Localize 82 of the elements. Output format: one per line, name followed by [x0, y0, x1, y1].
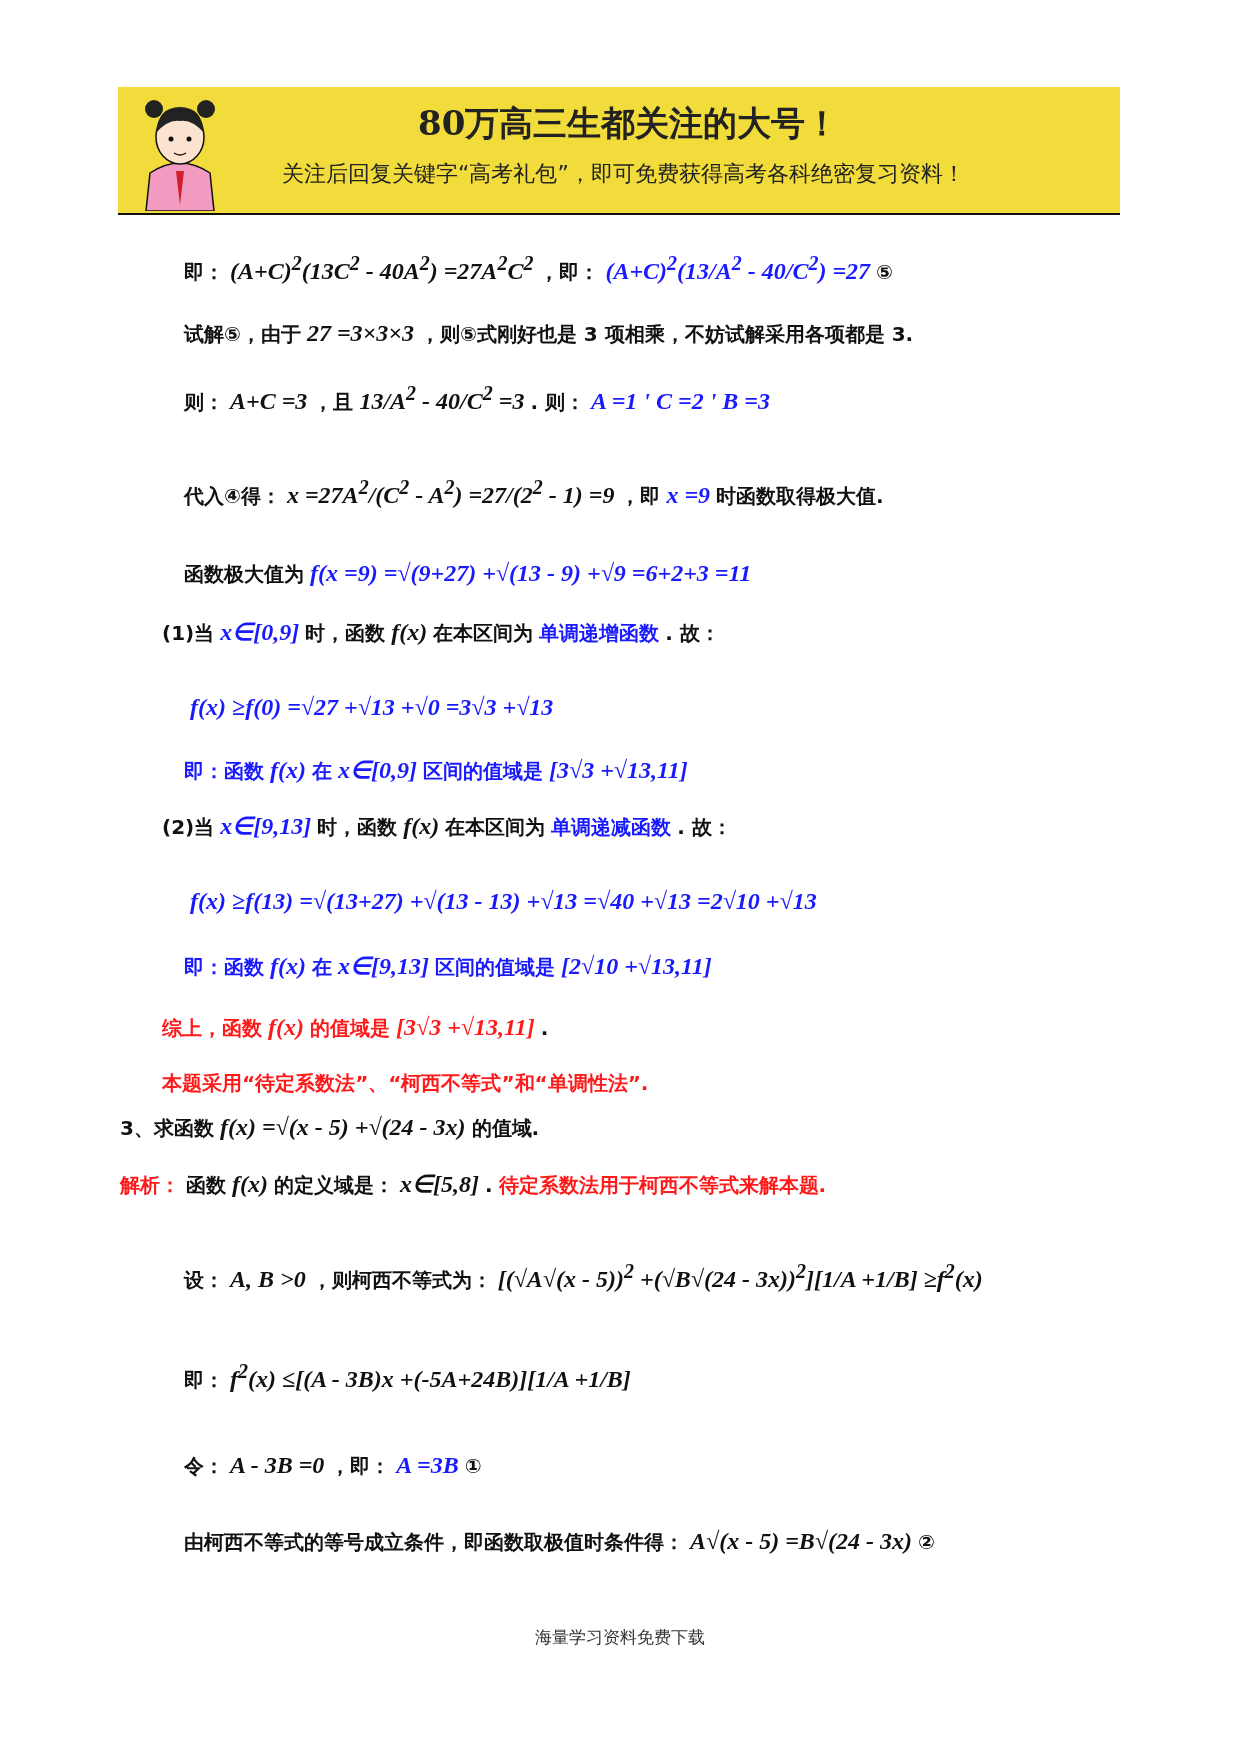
text: 时函数取得极大值. — [716, 483, 884, 510]
text: 即：函数 — [184, 954, 264, 981]
text: 试解⑤，由于 — [184, 321, 301, 348]
text: 综上，函数 — [162, 1015, 262, 1042]
text: ② — [918, 1530, 935, 1554]
text: 的值域是 — [310, 1015, 390, 1042]
text: 在本区间为 — [445, 814, 546, 841]
footer-text: 海量学习资料免费下载 — [534, 1626, 706, 1649]
text: 单调递减函数 — [551, 814, 672, 841]
text: ，即： — [539, 259, 600, 286]
formula: A - 3B =0 — [230, 1452, 325, 1479]
formula: 13/A$^{2}$ - 40/C$^{2}$ =3 — [359, 382, 525, 415]
text: 设： — [184, 1267, 224, 1294]
text: 区间的值域是 — [422, 758, 543, 785]
formula: (A+C)$^{2}$(13C$^{2}$ - 40A$^{2}$) =27A$^{2}$C$^{2}$ — [230, 252, 534, 285]
text: 区间的值域是 — [434, 954, 555, 981]
formula: f(x) ≥f(13) =√(13+27) +√(13 - 13) +√13 =√40 +√13 =2√10 +√13 — [190, 888, 817, 915]
formula: f(x) — [232, 1171, 268, 1198]
formula: A =3B — [396, 1452, 459, 1479]
text: . — [540, 1016, 549, 1040]
text: ，即： — [330, 1453, 391, 1480]
formula: x∈[0,9] — [220, 618, 300, 646]
text: 在本区间为 — [433, 620, 534, 647]
text: 则： — [184, 389, 224, 416]
text: 的值域. — [471, 1115, 540, 1142]
text: 在 — [312, 758, 332, 785]
text: 单调递增函数 — [539, 620, 660, 647]
text: 在 — [312, 954, 332, 981]
text: 时，函数 — [305, 620, 386, 647]
formula: x =27A$^{2}$/(C$^{2}$ - A$^{2}$) =27/(2$^{2}$ - 1) =9 — [286, 476, 615, 509]
formula: f(x) — [391, 619, 428, 646]
text: ⑤ — [876, 260, 894, 284]
text: 即： — [184, 259, 224, 286]
text: 待定系数法用于柯西不等式来解本题. — [498, 1172, 827, 1199]
text: 的定义域是： — [274, 1172, 394, 1199]
text: ，则柯西不等式为： — [311, 1267, 492, 1294]
formula: x∈[9,13] — [220, 812, 312, 840]
formula: x∈[9,13] — [338, 952, 429, 980]
formula: f(x =9) =√(9+27) +√(13 - 9) +√9 =6+2+3 =11 — [310, 560, 752, 587]
formula: x∈[5,8] — [400, 1170, 479, 1198]
formula: [2√10 +√13,11] — [560, 953, 712, 980]
formula: f$^{2}$(x) ≤[(A - 3B)x +(-5A+24B)][1/A +1/B] — [230, 1360, 631, 1393]
banner-heading: 80万高三生都关注的大号！ — [418, 102, 840, 145]
text: (1)当 — [162, 620, 215, 647]
text: (2)当 — [162, 814, 215, 841]
formula: f(x) — [403, 813, 440, 840]
formula: A√(x - 5) =B√(24 - 3x) — [690, 1528, 912, 1555]
text: ① — [464, 1454, 482, 1478]
formula: [3√3 +√13,11] — [548, 757, 688, 784]
formula: (A+C)$^{2}$(13/A$^{2}$ - 40/C$^{2}$) =27 — [605, 252, 871, 285]
text: ，即 — [620, 483, 661, 510]
formula: [3√3 +√13,11] — [396, 1014, 535, 1041]
text: . 故： — [665, 620, 720, 647]
formula: f(x) — [270, 757, 306, 784]
text: . — [484, 1173, 493, 1197]
text: . 则： — [530, 389, 585, 416]
formula: f(x) ≥f(0) =√27 +√13 +√0 =3√3 +√13 — [190, 694, 554, 721]
text: ，则⑤式刚好也是 3 项相乘，不妨试解采用各项都是 3. — [419, 321, 914, 348]
formula: [(√A√(x - 5))$^{2}$ +(√B√(24 - 3x))$^{2}$][1/A +1/B] ≥f$^{2}$(x) — [497, 1260, 983, 1293]
text: 令： — [184, 1453, 224, 1480]
formula: x =9 — [666, 482, 711, 509]
formula: A+C =3 — [230, 388, 308, 415]
formula: f(x) =√(x - 5) +√(24 - 3x) — [219, 1114, 466, 1141]
text: 解析： — [120, 1172, 180, 1199]
text: . 故： — [677, 814, 732, 841]
text: 即： — [184, 1367, 224, 1394]
formula: A, B >0 — [230, 1266, 306, 1293]
formula: A =1 ' C =2 ' B =3 — [591, 388, 771, 415]
formula: f(x) — [268, 1014, 304, 1041]
formula: 27 =3×3×3 — [306, 320, 414, 347]
text: 函数极大值为 — [184, 561, 304, 588]
text: 本题采用“待定系数法”、“柯西不等式”和“单调性法”. — [162, 1070, 649, 1097]
text: 3、求函数 — [120, 1115, 214, 1142]
text: 即：函数 — [184, 758, 264, 785]
text: 函数 — [186, 1172, 226, 1199]
text: ，且 — [313, 389, 354, 416]
formula: f(x) — [270, 953, 306, 980]
banner-subheading: 关注后回复关键字“高考礼包”，即可免费获得高考各科绝密复习资料！ — [282, 160, 965, 188]
formula: x∈[0,9] — [338, 756, 417, 784]
text: 由柯西不等式的等号成立条件，即函数取极值时条件得： — [184, 1529, 684, 1556]
text: 代入④得： — [184, 483, 281, 510]
text: 时，函数 — [317, 814, 398, 841]
